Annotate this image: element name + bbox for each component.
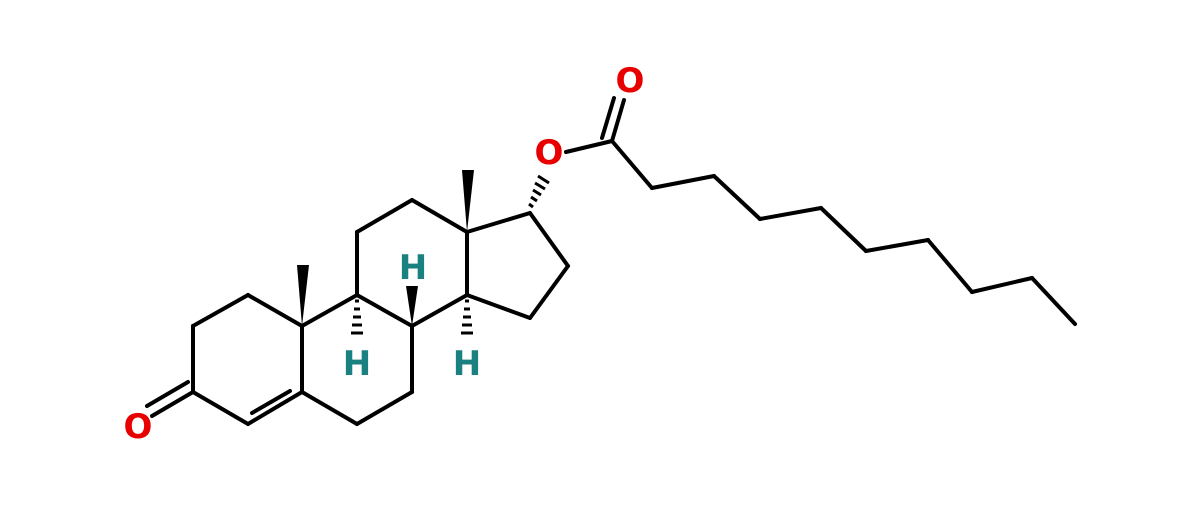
bond xyxy=(355,198,414,234)
bond xyxy=(250,389,292,415)
bond xyxy=(610,139,654,190)
bond xyxy=(819,206,868,253)
bond xyxy=(926,238,974,294)
bond xyxy=(191,390,250,426)
ester-group xyxy=(564,96,654,190)
bond xyxy=(246,293,304,328)
bond xyxy=(970,276,1034,294)
ketone-bond xyxy=(145,380,195,418)
carbonyl-oxygen-label: O xyxy=(616,61,645,101)
ring-c xyxy=(355,198,469,328)
alkyl-chain xyxy=(650,174,1077,326)
ring-a xyxy=(191,293,304,426)
bond xyxy=(410,198,469,234)
bond xyxy=(246,390,304,426)
hash-wedge-h9 xyxy=(351,299,363,335)
solid-wedge-h8 xyxy=(406,286,418,326)
bond xyxy=(300,390,359,426)
hydrogen-label-h8: H xyxy=(399,248,427,288)
bond xyxy=(1030,276,1077,326)
ring-d xyxy=(465,211,570,320)
bond xyxy=(610,98,626,143)
methyl-wedge-c10 xyxy=(297,265,309,326)
bond xyxy=(355,390,414,426)
bond xyxy=(355,293,414,328)
bond xyxy=(150,390,195,418)
hydrogen-label-h9: H xyxy=(343,344,371,384)
bond xyxy=(712,174,762,221)
bond xyxy=(465,211,532,234)
methyl-wedge-c13 xyxy=(462,170,474,232)
ketone-oxygen-label: O xyxy=(124,407,153,447)
bond xyxy=(864,238,930,253)
bond xyxy=(465,293,532,320)
bond xyxy=(650,174,716,190)
ester-oxygen-label: O xyxy=(535,133,564,173)
bond xyxy=(410,293,469,328)
bond xyxy=(600,96,616,140)
hash-wedge-o17 xyxy=(528,174,550,209)
bond xyxy=(300,293,359,328)
bond xyxy=(145,380,190,408)
hash-wedge-h14 xyxy=(461,299,473,335)
hydrogen-label-h14: H xyxy=(453,344,481,384)
bond xyxy=(528,264,570,320)
ring-b xyxy=(300,293,414,426)
bond xyxy=(758,206,823,221)
bond xyxy=(191,293,250,328)
bond xyxy=(528,211,570,268)
bond xyxy=(564,139,614,154)
